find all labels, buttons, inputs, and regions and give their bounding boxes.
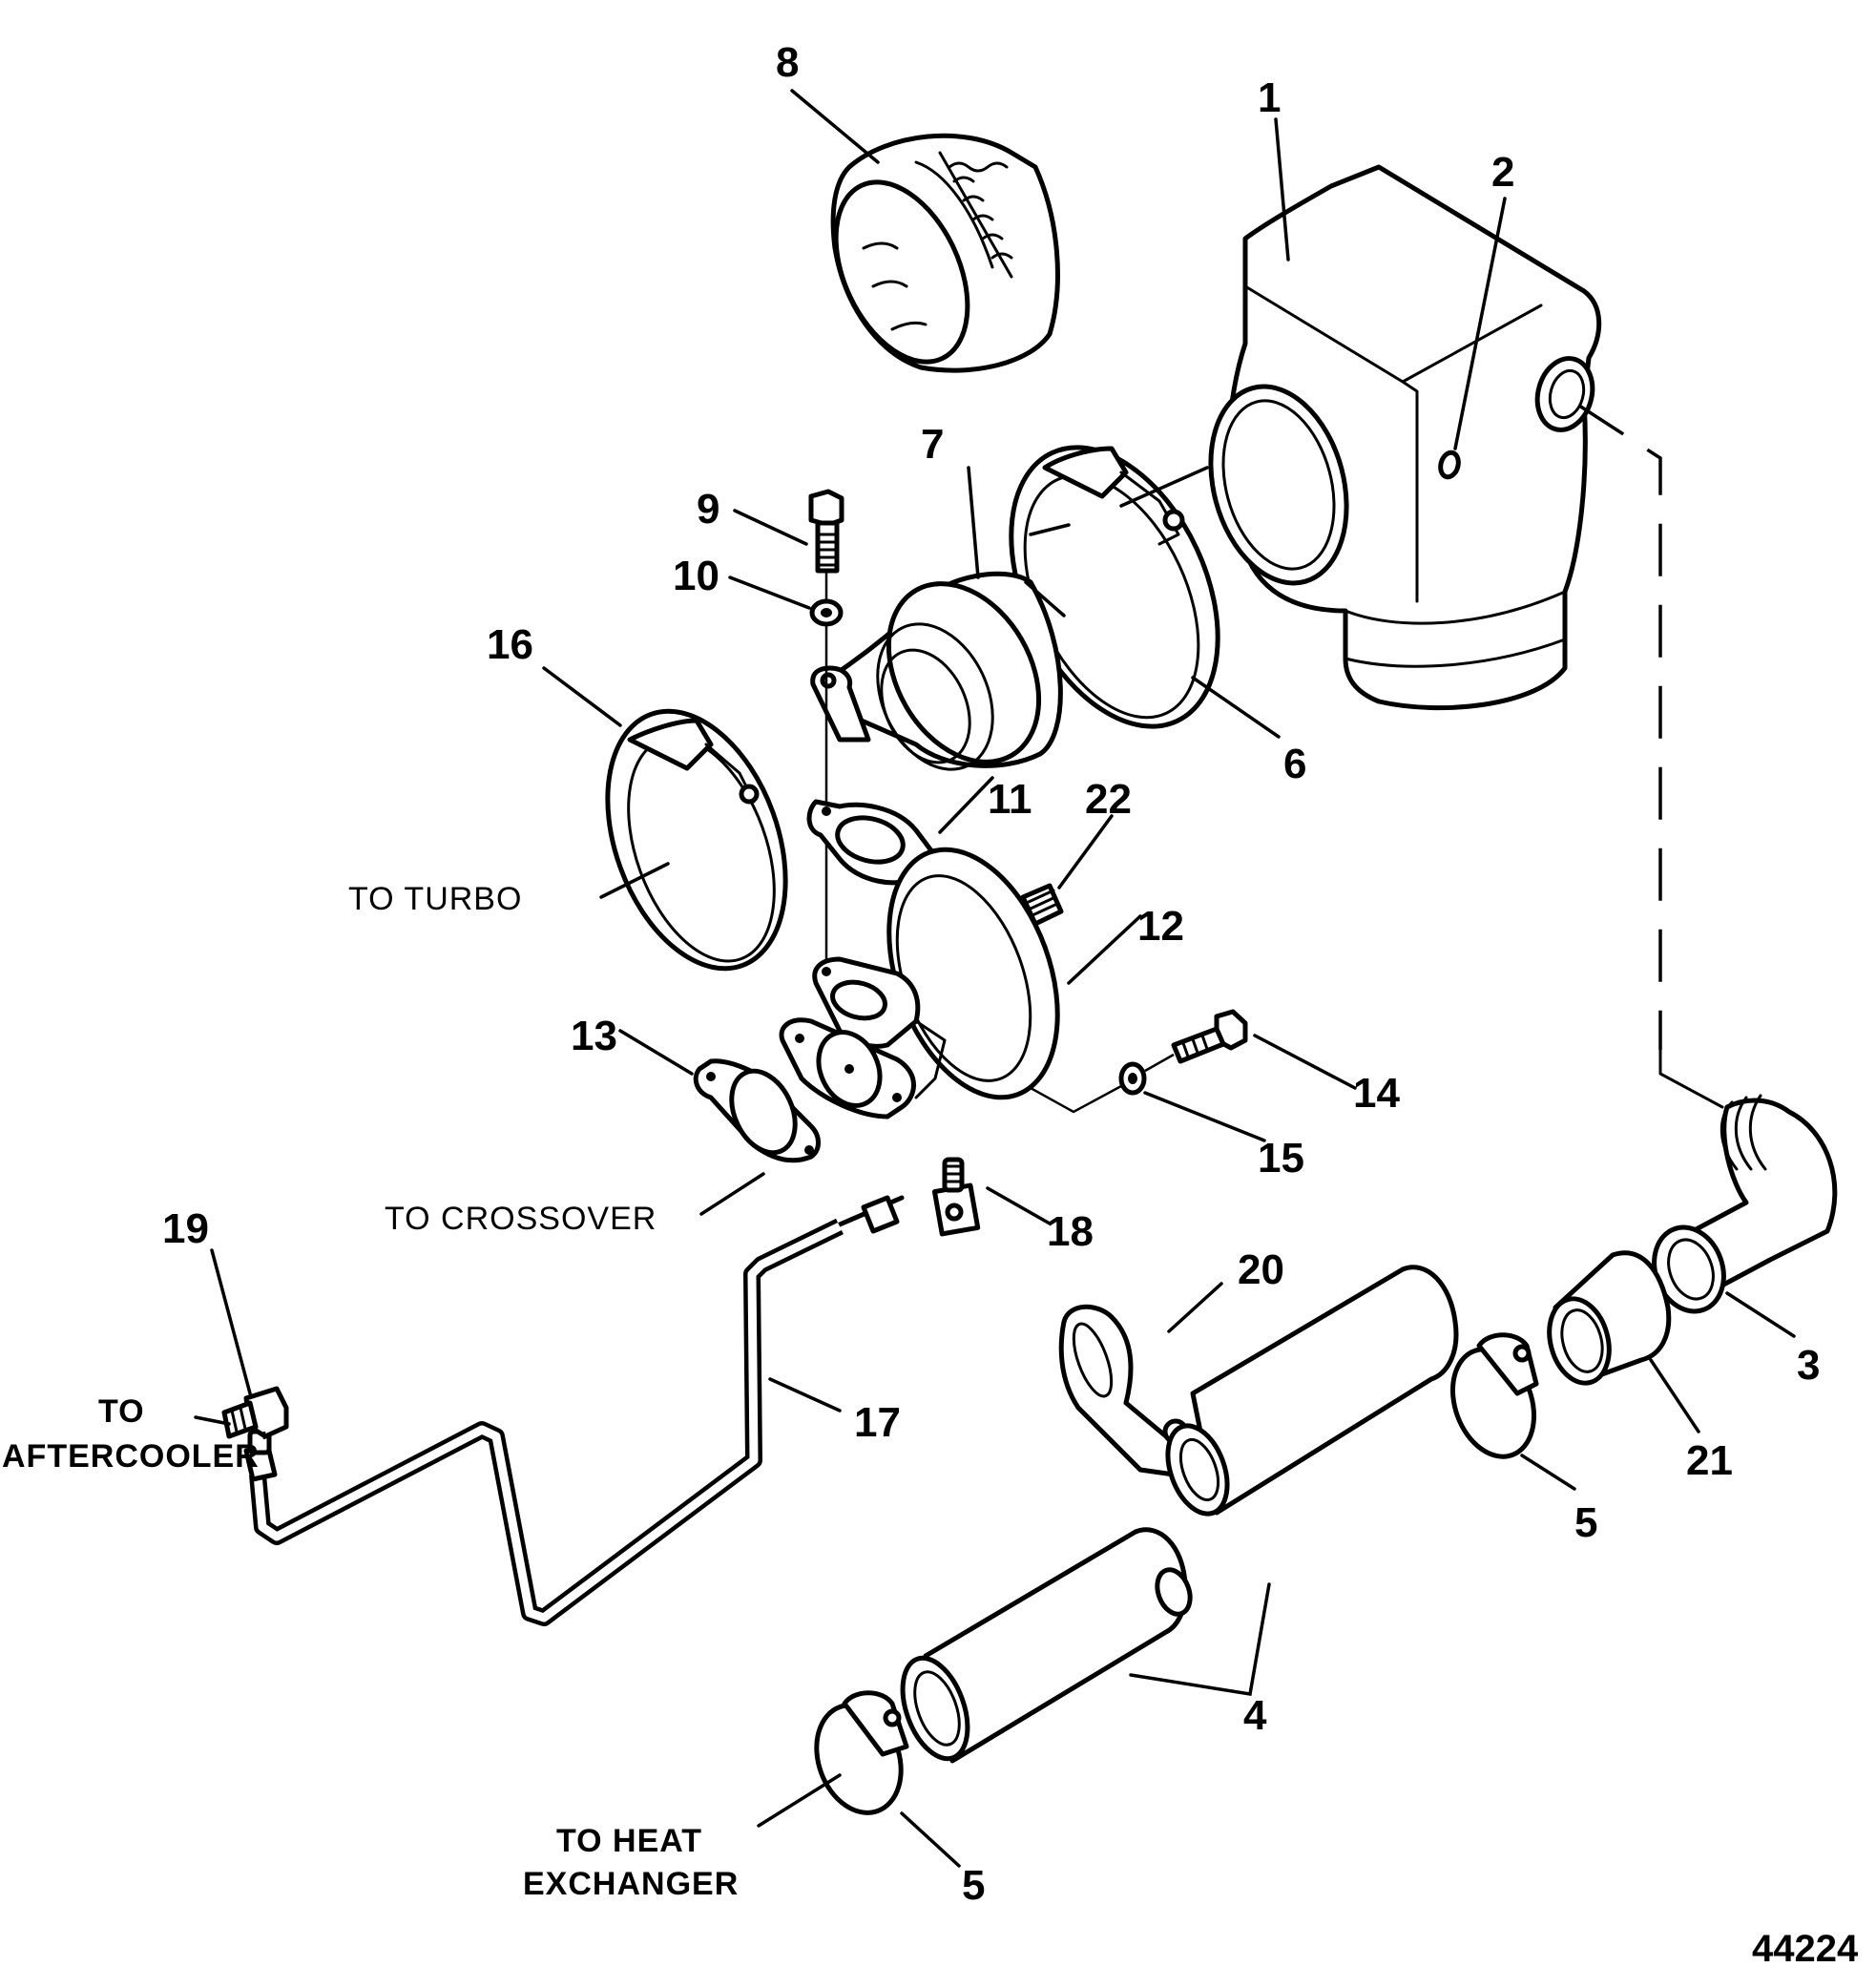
callout-17: 17 [854, 1399, 901, 1446]
part-21-hose-adapter [1547, 1250, 1672, 1386]
callout-5-lower: 5 [962, 1862, 985, 1909]
callout-4: 4 [1243, 1692, 1267, 1739]
callout-5-upper: 5 [1574, 1499, 1597, 1546]
callout-8: 8 [776, 39, 799, 86]
part-17-tube [243, 1195, 905, 1626]
part-7-outlet-adapter [810, 571, 1063, 771]
callout-labels: 8 1 2 7 9 10 16 6 11 22 12 13 14 15 18 1… [162, 39, 1820, 1909]
note-to-crossover: TO CROSSOVER [385, 1201, 657, 1237]
note-to-turbo: TO TURBO [348, 881, 522, 917]
callout-9: 9 [697, 486, 719, 533]
callout-2: 2 [1491, 149, 1514, 196]
part-13-gasket [693, 1058, 821, 1163]
callout-10: 10 [673, 553, 719, 599]
callout-19: 19 [162, 1205, 209, 1252]
callout-16: 16 [487, 621, 533, 668]
part-19-elbow-fitting [221, 1386, 289, 1439]
callout-6: 6 [1283, 741, 1306, 787]
part-3-elbow-hose [1652, 1094, 1838, 1314]
part-16-vband-clamp [605, 708, 788, 972]
note-to-heat-exchanger-line1: TO HEAT [556, 1823, 702, 1859]
callout-14: 14 [1353, 1070, 1400, 1117]
leader-lines [194, 89, 1796, 1868]
part-5-hose-clamp-upper [1449, 1332, 1539, 1459]
part-15-washer [1118, 1061, 1147, 1096]
callout-3: 3 [1797, 1342, 1820, 1389]
part-5-hose-clamp-lower [814, 1690, 909, 1815]
part-4-hose-upper [1165, 1265, 1459, 1517]
connection-notes: TO TURBO TO CROSSOVER TO AFTERCOOLER TO … [2, 881, 739, 1902]
part-12-wastegate [779, 847, 1060, 1120]
callout-18: 18 [1047, 1208, 1094, 1255]
part-10-washer [809, 598, 844, 627]
part-14-bolt [1171, 1009, 1248, 1064]
callout-12: 12 [1137, 903, 1184, 950]
part-4-hose-lower [900, 1527, 1193, 1764]
note-to-aftercooler-line2: AFTERCOOLER [2, 1438, 260, 1475]
callout-13: 13 [571, 1013, 617, 1059]
callout-21: 21 [1686, 1437, 1733, 1484]
part-9-bolt [808, 489, 844, 574]
callout-15: 15 [1258, 1135, 1304, 1182]
figure-number: 44224 [1752, 1928, 1859, 1967]
part-2-plug [1438, 450, 1461, 480]
callout-20: 20 [1238, 1246, 1284, 1293]
note-to-aftercooler-line1: TO [98, 1393, 145, 1430]
part-1-exhaust-elbow [1208, 164, 1602, 711]
callout-1: 1 [1258, 74, 1281, 121]
callout-11: 11 [988, 776, 1032, 823]
part-18-fitting [931, 1157, 981, 1237]
callout-7: 7 [921, 421, 944, 468]
callout-22: 22 [1085, 776, 1132, 823]
note-to-heat-exchanger-line2: EXCHANGER [523, 1866, 739, 1902]
part-8-spring-band-clamp [830, 133, 1060, 373]
